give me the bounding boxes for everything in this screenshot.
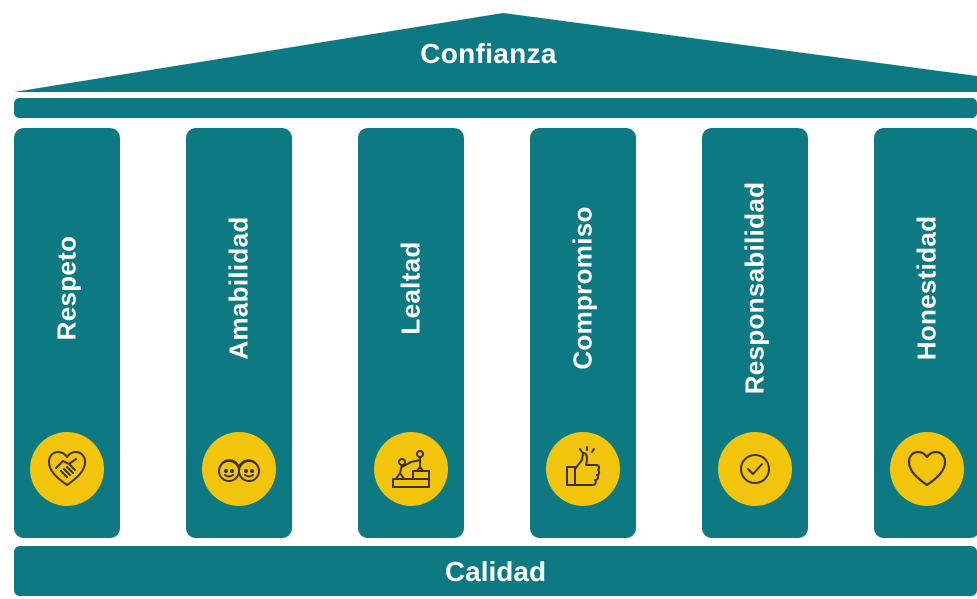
base-title: Calidad bbox=[444, 556, 547, 587]
thumbs-up-icon bbox=[566, 446, 601, 486]
pillar-label-lealtad: Lealtad bbox=[395, 241, 426, 335]
roof-beam bbox=[14, 98, 977, 118]
two-faces-icon bbox=[218, 459, 260, 482]
badge-responsabilidad bbox=[718, 432, 792, 506]
pillar-responsabilidad: Responsabilidad bbox=[702, 128, 808, 538]
roof-pediment bbox=[14, 13, 977, 92]
pillar-respeto: Respeto bbox=[14, 128, 120, 538]
badge-amabilidad bbox=[202, 432, 276, 506]
base-plinth: Calidad bbox=[14, 546, 977, 596]
helping-hand-climb-icon bbox=[392, 450, 430, 488]
badge-respeto bbox=[30, 432, 104, 506]
pillar-lealtad: Lealtad bbox=[358, 128, 464, 538]
roof bbox=[14, 13, 977, 92]
check-circle-icon bbox=[740, 454, 770, 484]
badge-honestidad bbox=[890, 432, 964, 506]
pillar-compromiso: Compromiso bbox=[530, 128, 636, 538]
heart-icon bbox=[907, 450, 947, 487]
handshake-heart-icon bbox=[48, 451, 86, 486]
pillar-label-honestidad: Honestidad bbox=[911, 215, 942, 361]
pillar-label-compromiso: Compromiso bbox=[567, 206, 598, 370]
pillar-label-responsabilidad: Responsabilidad bbox=[739, 181, 770, 395]
pillar-label-amabilidad: Amabilidad bbox=[223, 216, 254, 360]
pillar-honestidad: Honestidad bbox=[874, 128, 977, 538]
roof-title: Confianza bbox=[420, 38, 557, 69]
pillar-amabilidad: Amabilidad bbox=[186, 128, 292, 538]
pillar-label-respeto: Respeto bbox=[51, 235, 82, 341]
badge-lealtad bbox=[374, 432, 448, 506]
badge-compromiso bbox=[546, 432, 620, 506]
